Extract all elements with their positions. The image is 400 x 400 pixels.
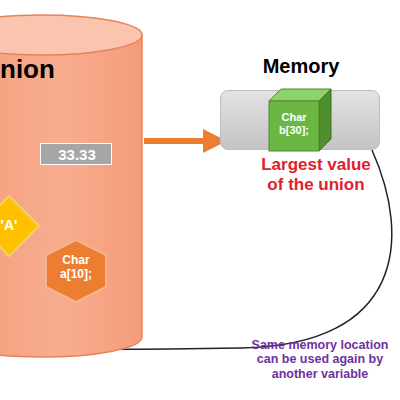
flow-arrow: [144, 138, 216, 144]
node-text: 33.33: [41, 146, 113, 163]
note-text: Largest value of the union: [252, 155, 380, 194]
cylinder-top: [0, 15, 142, 55]
node-text: nion: [0, 55, 70, 85]
memory-box: MemoryChar b[30];: [220, 90, 380, 150]
cube-front: [269, 101, 319, 151]
cube-side: [319, 89, 331, 151]
hexagon-shape: [46, 240, 106, 302]
char-diamond: 'A': [0, 195, 40, 257]
cylinder-body: [0, 35, 142, 357]
array-hexagon: Char a[10];: [45, 239, 107, 303]
memory-heading: Memory: [221, 55, 381, 78]
node-text: Char b[30];: [271, 111, 317, 136]
node-text: 'A': [0, 217, 34, 233]
diamond-shape: [0, 196, 39, 256]
float-value-box: 33.33: [40, 143, 112, 165]
array-cube: Char b[30];: [269, 89, 331, 151]
union-cylinder: nion 33.33 'A' Char a[10];: [0, 15, 142, 357]
edge-label: Same memory location can be used again b…: [240, 338, 400, 381]
node-text: Char a[10];: [51, 254, 101, 282]
